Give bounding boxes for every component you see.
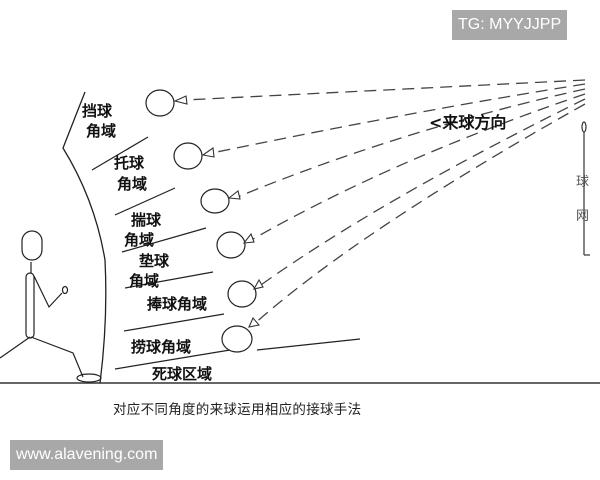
ball-icon (221, 325, 253, 353)
ball-icon (200, 188, 230, 214)
net-label-1: 球 (576, 175, 589, 190)
arrow-left-icon (227, 190, 241, 200)
ball-icon (173, 142, 203, 170)
arrow-left-icon (242, 232, 255, 244)
zone-label-hold: 托球 角域 (114, 154, 149, 193)
net-label-2: 网 (576, 209, 589, 224)
player-body (25, 272, 35, 339)
zone-label-block: 挡球 角域 (82, 102, 117, 140)
reach-arc (62, 91, 107, 384)
arrow-left-icon (201, 147, 215, 158)
zone-label-dead: 死球区域 (152, 365, 212, 383)
watermark-bottom: www.alavening.com (10, 440, 164, 470)
ball-icon (227, 280, 257, 308)
diagram-caption: 对应不同角度的来球运用相应的接球手法 (113, 402, 362, 418)
balls (145, 89, 257, 353)
ball-icon (145, 89, 175, 117)
zone-label-cushion: 垫球 角域 (129, 252, 174, 290)
arrow-left-icon (173, 95, 188, 105)
zone-label-scoop: 捧球角域 (147, 295, 207, 313)
arrow-left-icon (248, 316, 261, 328)
ball-icon (216, 231, 246, 259)
zone-dividers (91, 136, 361, 370)
player-foot (76, 373, 102, 383)
net (581, 121, 590, 256)
player-figure (0, 230, 102, 383)
zone-label-dig: 捞球角域 (131, 338, 191, 356)
arrowheads (173, 95, 264, 328)
watermark-top: TG: MYYJJPP (452, 10, 568, 40)
player-head (21, 230, 43, 261)
zone-label-carry: 揣球 角域 (124, 211, 166, 249)
trajectories (184, 79, 586, 326)
arrow-left-icon (252, 278, 264, 290)
ball-direction-label: <来球方向 (429, 113, 506, 132)
